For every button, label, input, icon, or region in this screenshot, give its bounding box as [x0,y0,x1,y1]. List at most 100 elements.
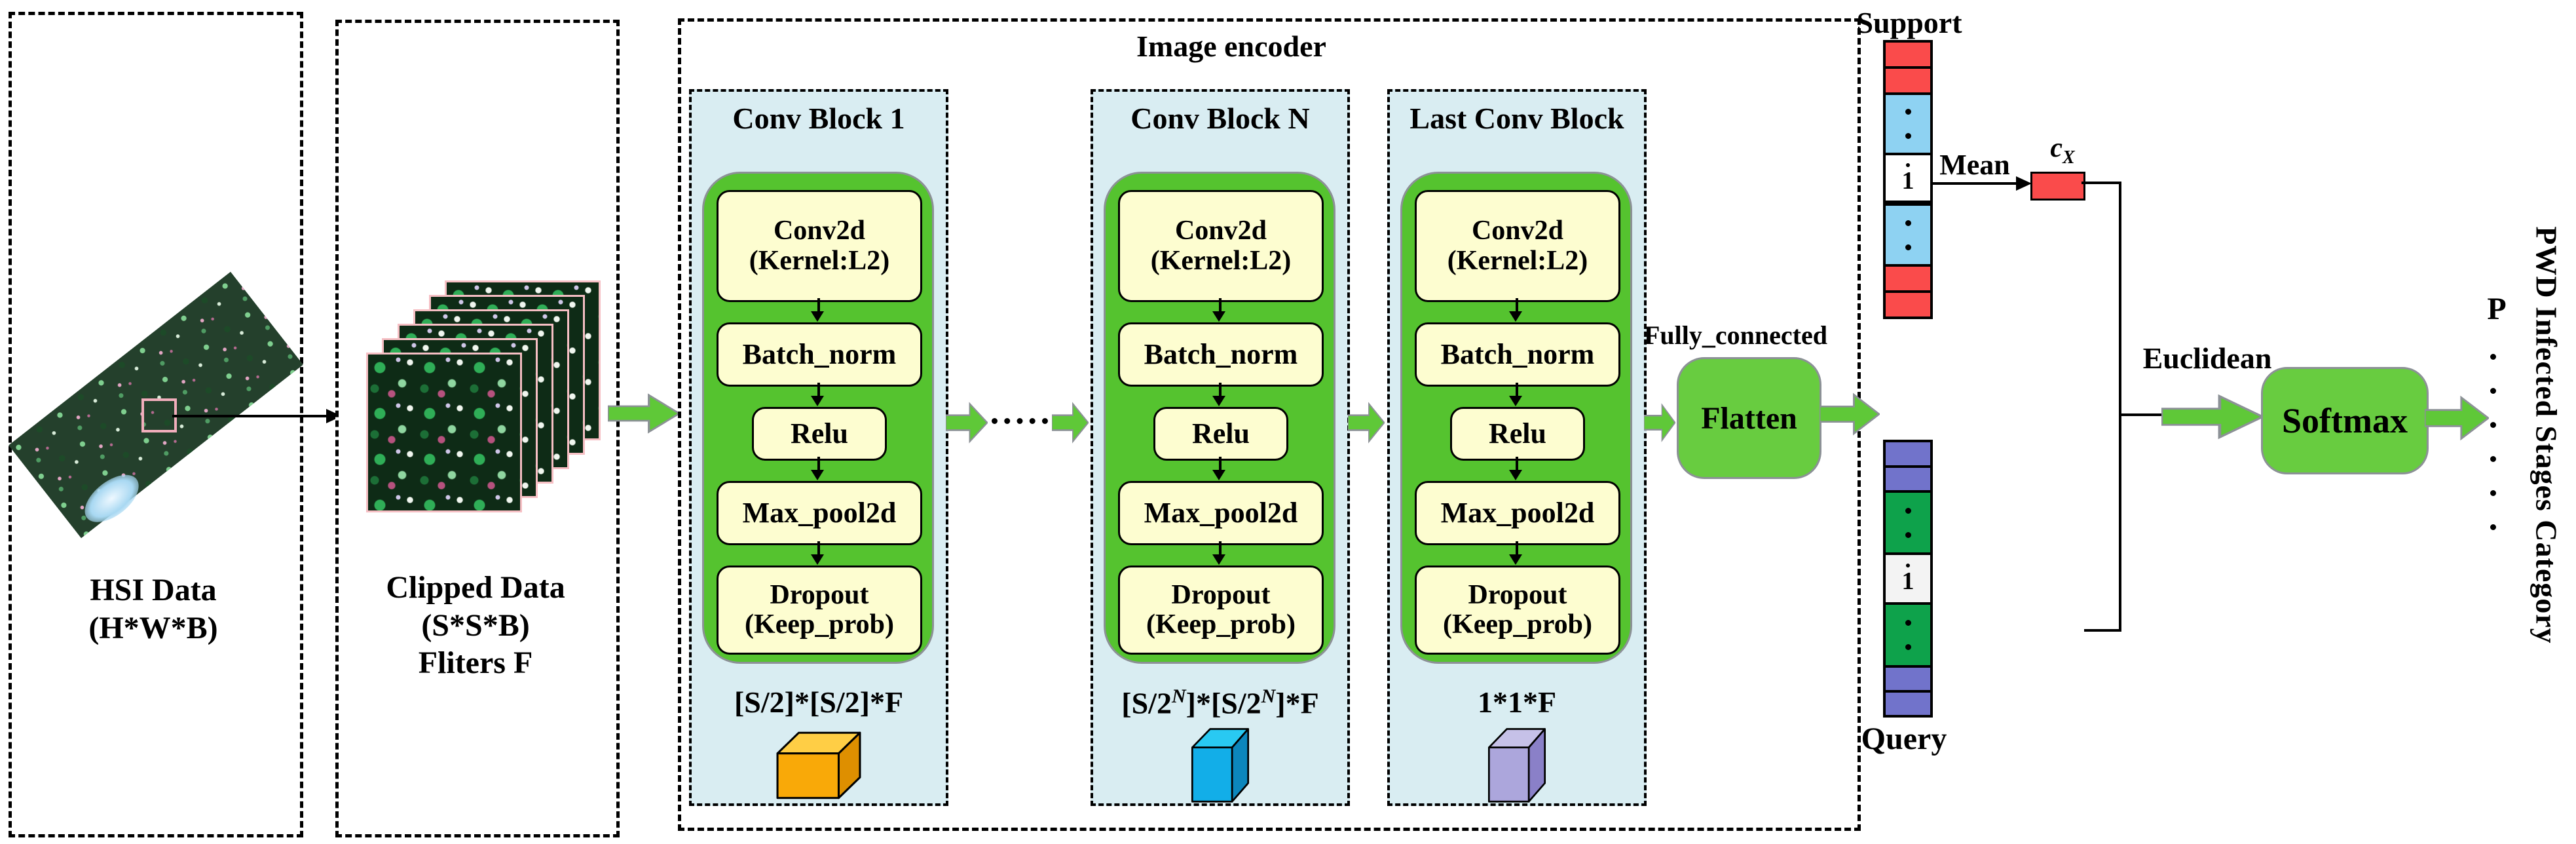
support-cell-red [1883,290,1933,319]
skip-blocks-dotted-line [992,418,1048,424]
batchnorm-box: Batch_norm [1415,322,1620,387]
conv-block-1-dim: [S/2]*[S/2]*F [734,685,904,719]
flatten-box: Flatten [1677,357,1821,479]
hsi-selection-rect [141,398,177,432]
conv2d-label-line1: Conv2d [1471,216,1564,246]
conv-block-n-title: Conv Block N [1130,102,1310,135]
bracket-mid-branch [2120,413,2163,416]
dropout-box: Dropout (Keep_prob) [1118,566,1324,655]
conv2d-label-line2: (Kernel:L2) [1447,245,1588,276]
layer-arrow-head [811,470,824,480]
feature-cube-blue [1191,728,1250,803]
cx-prototype-box [2030,172,2085,201]
ellipsis-dot [2490,422,2496,428]
layer-arrow-head [811,396,824,406]
relu-box: Relu [1153,407,1288,461]
dim-sup: N [1261,685,1276,707]
support-cell-red [1883,264,1933,293]
support-cell-blue-ellipsis [1883,92,1933,155]
ellipsis-dot [1905,220,1911,226]
ellipsis-dot [1906,163,1910,167]
ellipsis-dot [2490,354,2496,360]
mean-arrowhead [2016,176,2032,191]
blockN-out-arrow [1348,402,1385,444]
layer-arrow-head [1509,470,1522,480]
fully-connected-label: Fully_connected [1644,320,1827,350]
layer-arrow-head [1212,396,1225,406]
ellipsis-dot [2490,524,2496,530]
conv2d-box: Conv2d (Kernel:L2) [717,190,922,302]
last-conv-block-title: Last Conv Block [1409,102,1624,135]
feature-cube-purple [1487,728,1546,803]
layer-arrow-head [1509,311,1522,322]
layer-arrow-line [1219,457,1222,471]
cx-base: c [2050,133,2063,163]
maxpool-box: Max_pool2d [1415,481,1620,545]
bracket-bottom-stub [2084,629,2121,632]
support-cell-blue-ellipsis [1883,203,1933,267]
ellipsis-dot [2490,456,2496,462]
clipped-label-line2: (S*S*B) [421,607,530,643]
ellipsis-dot [1905,133,1911,139]
cx-label: cX [2033,132,2092,168]
conv-block-1: Conv Block 1 Conv2d (Kernel:L2) Batch_no… [689,89,948,806]
flatten-out-arrow [1820,393,1880,436]
conv2d-box: Conv2d (Kernel:L2) [1415,190,1620,302]
query-label: Query [1861,721,1947,756]
ellipsis-dot [1905,531,1911,538]
hsi-data-label: HSI Data (H*W*B) [25,571,282,647]
mean-arrow-line [1933,182,2021,185]
query-vector: 1 [1883,440,1933,718]
relu-box: Relu [752,407,887,461]
ellipsis-dot [1905,109,1911,115]
layer-arrow-line [1219,383,1222,397]
conv2d-label-line2: (Kernel:L2) [1150,245,1292,276]
support-cell-class1: 1 [1883,153,1933,205]
layer-arrow-line [1516,457,1518,471]
query-cell-purple [1883,665,1933,693]
hsi-label-line2: (H*W*B) [88,610,218,645]
conv-block-n-dim: [S/2N]*[S/2N]*F [1093,685,1347,721]
support-cell-red [1883,66,1933,95]
ellipsis-dot [1905,620,1911,626]
clipped-label-line1: Clipped Data [386,570,565,605]
conv2d-label-line2: (Kernel:L2) [749,245,890,276]
probability-ellipsis [2490,354,2496,530]
layer-arrow-head [1212,554,1225,565]
query-cell-purple [1883,465,1933,493]
last-conv-block-dim: 1*1*F [1477,685,1557,719]
pwd-category-label: PWD Infected Stages Category [2529,226,2564,644]
softmax-out-arrow [2425,395,2489,441]
bracket-top-line [2081,182,2121,184]
query-cell-green-ellipsis [1883,490,1933,555]
query-cell-class1: 1 [1883,552,1933,605]
ellipsis-dot [2490,388,2496,394]
ellipsis-dot [1905,244,1911,250]
bracket-vertical-line [2119,182,2121,632]
query-cell-green-ellipsis [1883,602,1933,668]
softmax-label: Softmax [2282,401,2408,440]
layer-arrow-line [1219,298,1222,313]
layer-arrow-line [1516,541,1518,556]
layer-arrow-line [817,383,820,397]
clipped-label-line3: Fliters F [418,645,533,681]
ellipsis-dot [1906,564,1910,567]
euclidean-arrow [2161,394,2264,440]
dropout-label-line2: (Keep_prob) [1443,609,1592,640]
hsi-to-clipped-arrow [172,415,327,417]
clipped-to-encoder-arrow [608,393,680,434]
batchnorm-box: Batch_norm [1118,322,1324,387]
feature-cube-orange [776,731,861,799]
ellipsis-dot [2490,490,2496,496]
relu-label: Relu [1489,417,1546,450]
maxpool-label: Max_pool2d [1440,497,1595,529]
conv2d-label-line1: Conv2d [1174,216,1267,246]
dim-part: ]*[S/2 [1185,686,1261,720]
euclidean-label: Euclidean [2142,341,2272,375]
cx-subscript: X [2062,147,2075,168]
relu-box: Relu [1450,407,1585,461]
dim-part: [S/2 [1121,686,1172,720]
layer-arrow-line [817,457,820,471]
relu-label: Relu [791,417,848,450]
